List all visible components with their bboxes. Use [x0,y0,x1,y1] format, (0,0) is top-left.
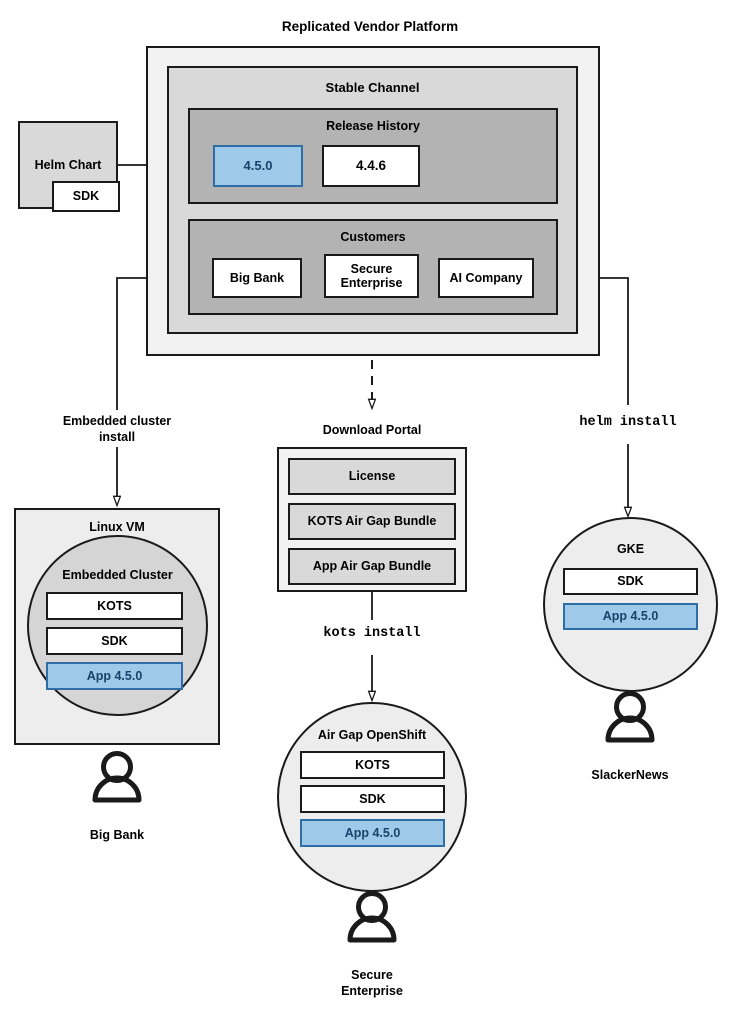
persona-secure-enterprise-line2: Enterprise [341,983,403,998]
download-portal-item-kots-air-gap-bundle[interactable]: KOTS Air Gap Bundle [288,503,456,540]
gke-title: GKE [616,542,645,556]
person-icon-secure-enterprise [347,891,397,943]
linux-vm-title: Linux VM [89,520,145,534]
edge-label-embedded-cluster-install: Embedded cluster install [42,414,192,445]
openshift-component-kots[interactable]: KOTS [300,751,445,779]
linux-vm-component-app[interactable]: App 4.5.0 [46,662,183,690]
air-gap-openshift-title: Air Gap OpenShift [317,728,427,742]
openshift-component-sdk[interactable]: SDK [300,785,445,813]
openshift-component-app[interactable]: App 4.5.0 [300,819,445,847]
gke-component-app[interactable]: App 4.5.0 [563,603,698,630]
download-portal-item-app-air-gap-bundle[interactable]: App Air Gap Bundle [288,548,456,585]
persona-label-secure-enterprise: Secure Enterprise [297,968,447,999]
customer-big-bank[interactable]: Big Bank [212,258,302,298]
person-icon-big-bank [92,751,142,803]
linux-vm-component-sdk[interactable]: SDK [46,627,183,655]
customers-title: Customers [340,230,406,244]
edge-label-embedded-line1: Embedded cluster [62,414,172,428]
edge-label-helm-install: helm install [579,415,677,430]
customer-ai-company[interactable]: AI Company [438,258,534,298]
embedded-cluster-title: Embedded Cluster [62,568,173,582]
persona-secure-enterprise-line1: Secure [351,968,393,982]
edge-label-embedded-line2: install [98,429,136,444]
customer-secure-enterprise-line2: Enterprise [340,276,403,290]
persona-label-big-bank: Big Bank [89,828,145,842]
release-item-4-4-6[interactable]: 4.4.6 [322,145,420,187]
edge-label-kots-install: kots install [323,626,421,641]
stable-channel-title: Stable Channel [325,80,420,95]
release-item-4-5-0[interactable]: 4.5.0 [213,145,303,187]
diagram-title: Replicated Vendor Platform [281,19,459,34]
linux-vm-component-kots[interactable]: KOTS [46,592,183,620]
gke-component-sdk[interactable]: SDK [563,568,698,595]
release-history-title: Release History [326,119,420,133]
helm-chart-sdk-box[interactable]: SDK [52,181,120,212]
customer-secure-enterprise[interactable]: Secure Enterprise [324,254,419,298]
person-icon-slackernews [605,691,655,743]
download-portal-title: Download Portal [322,423,422,437]
download-portal-item-license[interactable]: License [288,458,456,495]
persona-label-slackernews: SlackerNews [591,768,669,782]
customer-secure-enterprise-line1: Secure [350,261,393,276]
